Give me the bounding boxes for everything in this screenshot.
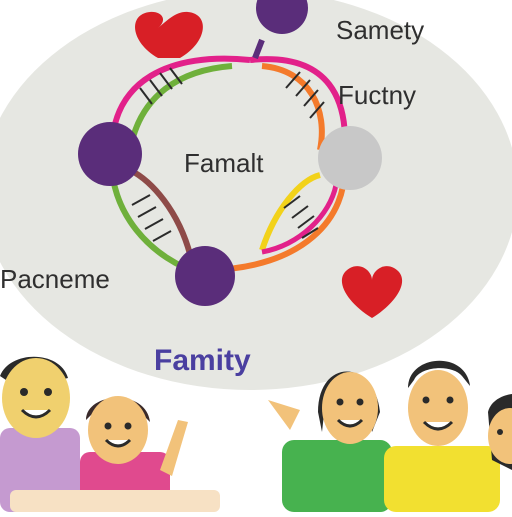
heart-icon xyxy=(135,11,203,58)
node-right xyxy=(318,126,382,190)
node-top xyxy=(256,0,308,34)
family-people-icon xyxy=(0,356,512,512)
label-center: Famalt xyxy=(184,148,264,178)
label-right-middle: Fuctny xyxy=(338,80,417,110)
label-bottom-title: Famity xyxy=(154,344,251,377)
heart-icon xyxy=(341,266,403,318)
node-bottom xyxy=(175,246,235,306)
node-left xyxy=(78,122,142,186)
label-left: Pacneme xyxy=(0,264,110,294)
label-top-right: Samety xyxy=(336,15,425,45)
